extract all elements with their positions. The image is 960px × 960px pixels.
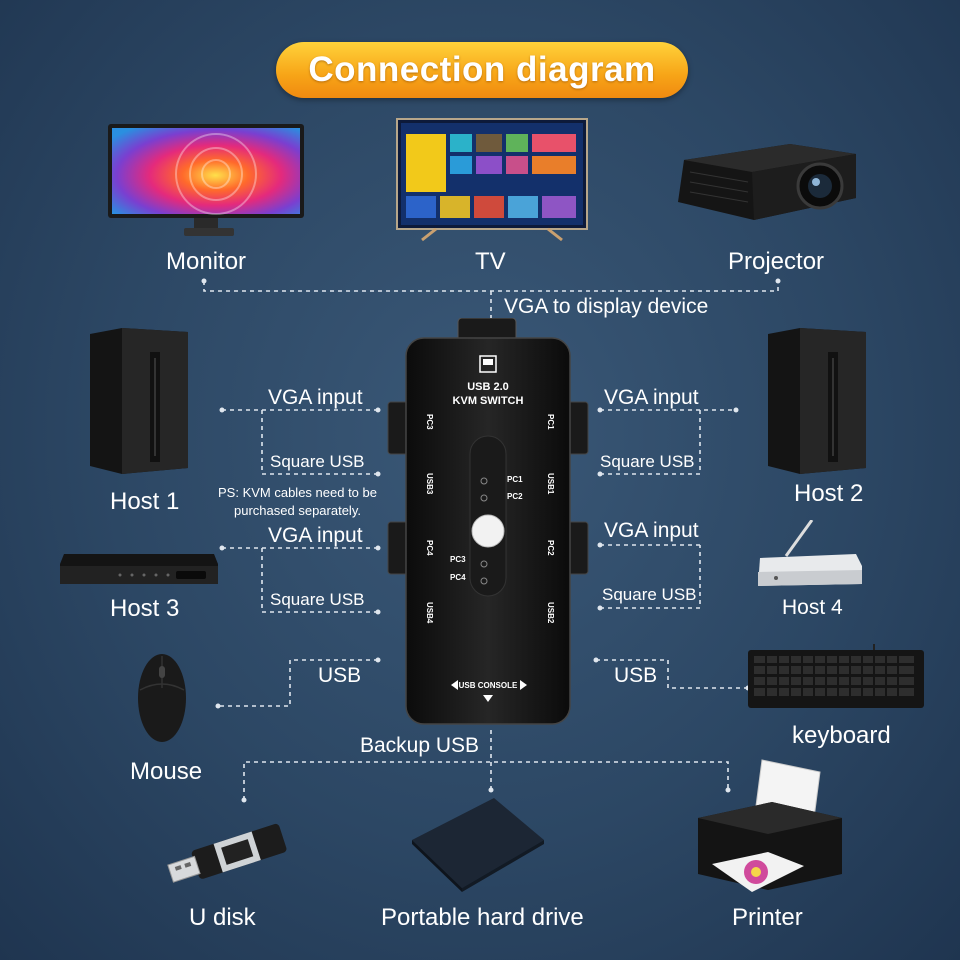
- kvm-model-line1: USB 2.0: [467, 381, 509, 393]
- kvm-side-pc4: PC4: [425, 540, 434, 556]
- kvm-text-layer: USB 2.0 KVM SWITCH PC1 PC2 PC3 PC4 USB C…: [425, 381, 555, 690]
- purchase-note: PS: KVM cables need to be purchased sepa…: [218, 484, 377, 520]
- mouse-label: Mouse: [130, 758, 203, 785]
- host4-usb-label: Square USB: [602, 585, 697, 604]
- host1-tower-icon: [90, 328, 188, 474]
- hard-drive-label: Portable hard drive: [381, 904, 584, 931]
- kvm-side-pc3: PC3: [425, 414, 434, 430]
- kvm-side-usb4: USB4: [425, 602, 434, 624]
- kvm-side-pc1: PC1: [546, 414, 555, 430]
- printer-icon: [698, 759, 842, 892]
- kvm-side-pc2: PC2: [546, 540, 555, 556]
- kvm-pc1-label: PC1: [507, 475, 523, 484]
- monitor-label: Monitor: [166, 248, 247, 275]
- diagram-title: Connection diagram: [308, 50, 656, 89]
- hard-drive-icon: [412, 798, 544, 892]
- backup-usb-label: Backup USB: [360, 734, 480, 757]
- host2-vga-label: VGA input: [604, 386, 699, 409]
- kvm-pc3-label: PC3: [450, 555, 466, 564]
- host3-usb-label: Square USB: [270, 590, 365, 609]
- tv-label: TV: [475, 248, 506, 275]
- host1-usb-label: Square USB: [270, 452, 365, 471]
- host3-label: Host 3: [110, 595, 180, 622]
- mouse-icon: [138, 654, 186, 742]
- host4-vga-label: VGA input: [604, 519, 699, 542]
- kvm-model-line2: KVM SWITCH: [453, 395, 524, 407]
- host3-vga-label: VGA input: [268, 524, 363, 547]
- tv-icon: [396, 118, 588, 242]
- printer-label: Printer: [732, 904, 803, 931]
- kvm-side-usb1: USB1: [546, 473, 555, 495]
- kvm-console-label: USB CONSOLE: [459, 681, 518, 690]
- host1-label: Host 1: [110, 488, 180, 515]
- host2-usb-label: Square USB: [600, 452, 695, 471]
- projector-icon: [678, 144, 856, 220]
- projector-label: Projector: [728, 248, 825, 275]
- kvm-switch: [387, 318, 589, 725]
- host1-vga-label: VGA input: [268, 386, 363, 409]
- monitor-icon: [108, 124, 304, 236]
- host2-tower-icon: [768, 328, 866, 474]
- u-disk-label: U disk: [189, 904, 256, 931]
- diagram-title-pill: Connection diagram: [276, 42, 688, 98]
- kvm-side-usb3: USB3: [425, 473, 434, 495]
- host4-box-icon: [758, 520, 862, 586]
- kvm-side-usb2: USB2: [546, 602, 555, 624]
- keyboard-label: keyboard: [792, 722, 891, 749]
- kvm-pc4-label: PC4: [450, 573, 466, 582]
- kvm-pc2-label: PC2: [507, 492, 523, 501]
- u-disk-icon: [167, 823, 287, 883]
- keyboard-usb-label: USB: [614, 664, 658, 687]
- keyboard-icon: [748, 644, 924, 708]
- purchase-note-line2: purchased separately.: [234, 503, 361, 518]
- vga-out-label: VGA to display device: [504, 295, 709, 318]
- host4-label: Host 4: [782, 596, 843, 619]
- purchase-note-line1: PS: KVM cables need to be: [218, 485, 377, 500]
- host2-label: Host 2: [794, 480, 864, 507]
- mouse-usb-label: USB: [318, 664, 362, 687]
- host3-box-icon: [60, 554, 218, 584]
